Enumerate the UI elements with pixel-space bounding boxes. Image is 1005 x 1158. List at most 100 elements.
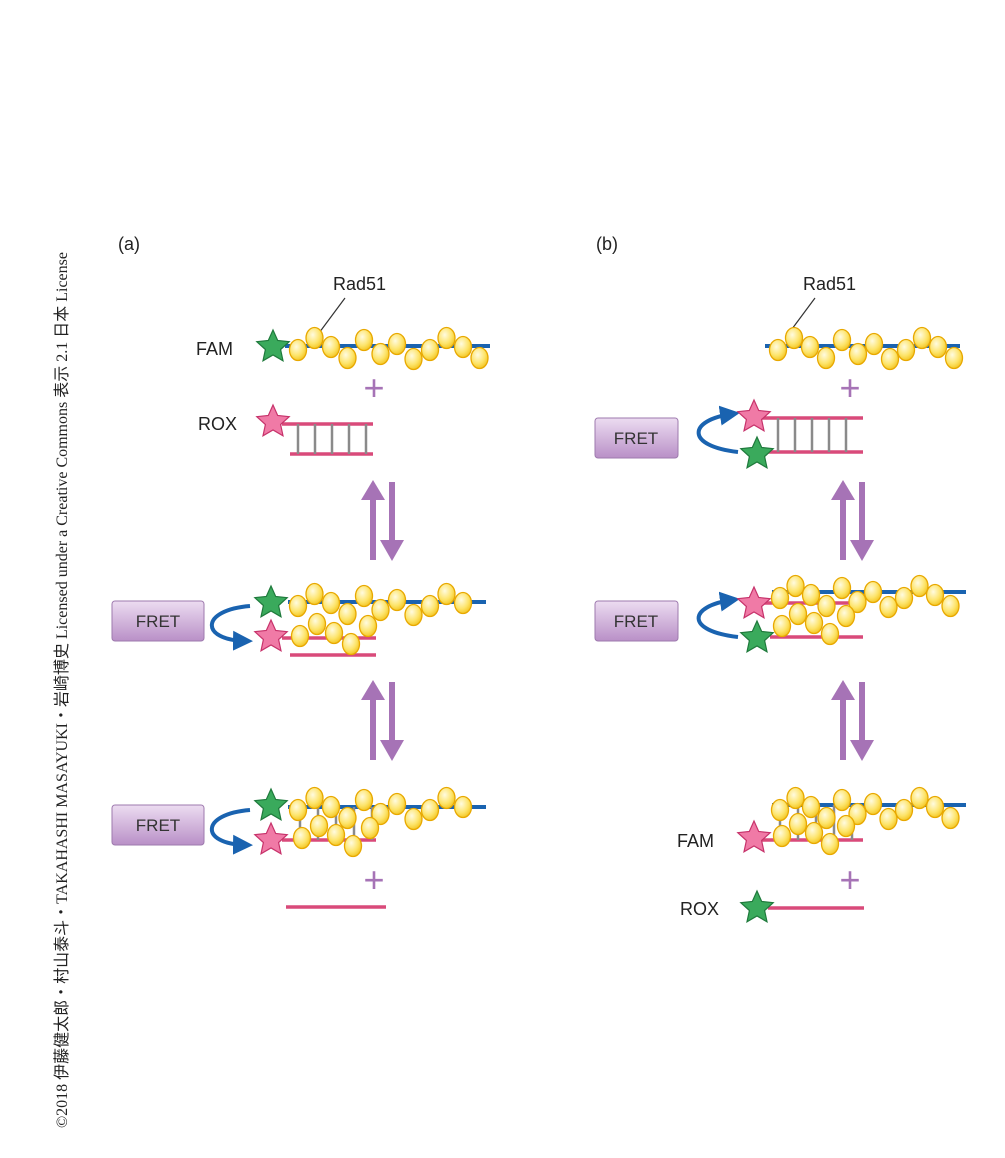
rad51-protomer [338,346,357,370]
fam-star-icon [255,328,291,362]
rad51-protomers [288,326,964,858]
rad51-protomer [326,823,346,847]
fam-star-icon [739,435,775,469]
rad51-protomer [910,786,929,810]
rad51-protomer [387,332,407,356]
rox-star-icon [736,398,772,432]
rad51-protomer [863,792,883,816]
rad51-protomer [387,588,407,612]
rad51-protomer [338,806,357,830]
rad51-protomer [804,821,824,845]
fam-star-icon [739,889,775,923]
rad51-protomer [786,786,805,810]
rad51-protomer [420,338,440,362]
rad51-protomer [801,583,821,607]
rad51-protomer [820,622,840,646]
rad51-protomer [453,795,473,819]
rad51-protomer [800,335,820,359]
rad51-protomer [437,786,456,810]
rad51-protomer [894,586,914,610]
rad51-protomer [848,342,868,366]
rad51-protomer [820,832,840,856]
rad51-protomer [879,807,898,831]
panel-a-label: (a) [118,234,140,254]
rad51-protomer [354,584,374,608]
rox-star-icon [253,821,289,855]
rad51-protomer [420,798,440,822]
panel-a-fret-box-3: FRET [111,804,205,846]
rad51-protomer [804,611,824,635]
rad51-protomer [404,807,423,831]
rad51-protomer [880,347,900,371]
rad51-protomer [371,342,390,366]
fret-arrow-icon [696,591,740,639]
rad51-protomer [894,798,914,822]
rad51-protomer [288,594,308,618]
panel-a-rad51-label: Rad51 [333,274,386,294]
rad51-protomer [453,335,473,359]
rad51-protomer [912,326,932,350]
rox-star-icon [736,585,772,619]
rox-star-icon [253,618,289,652]
equilibrium-arrows-b2 [831,680,874,761]
fam-star-icon [739,619,775,653]
rad51-protomer [307,612,327,636]
rad51-protomer [321,335,341,359]
panel-b-fret-box-1: FRET [594,417,679,459]
rad51-protomer [941,594,960,618]
rad51-protomer [910,574,929,598]
rad51-protomer [788,602,808,626]
rad51-protomer [371,802,390,826]
rad51-protomer [360,816,380,840]
rad51-protomer [387,792,407,816]
rad51-protomer [772,824,792,848]
rad51-protomer [354,788,374,812]
rad51-protomer [896,338,916,362]
rad51-protomer [801,795,821,819]
rad51-protomer [358,614,378,638]
rad51-protomer [354,328,374,352]
equilibrium-arrows-a2 [361,680,404,761]
rad51-protomer [925,795,945,819]
svg-text:FRET: FRET [136,612,180,631]
panel-b-fam-label: FAM [677,831,714,851]
rox-star-icon [255,403,291,437]
rad51-protomer [288,338,308,362]
rad51-protomer [817,806,836,830]
panel-b-rox-label: ROX [680,899,719,919]
panel-b-plus-1: + [839,367,860,408]
fluorophore-stars [253,328,775,923]
rad51-protomer [305,326,324,350]
rad51-protomer [292,826,312,850]
panel-a-dsdna [282,422,373,456]
rox-star-icon [736,819,772,853]
rad51-protomer [863,580,883,604]
panel-a-fam-label: FAM [196,339,233,359]
rad51-protomer [341,632,361,656]
fret-arrow-icon [209,808,253,855]
svg-text:FRET: FRET [136,816,180,835]
rad51-protomer [944,346,964,370]
rad51-protomer [305,582,324,606]
rad51-protomer [928,335,948,359]
rad51-protomer [836,814,856,838]
rad51-protomer [290,624,310,648]
panel-a-rox-label: ROX [198,414,237,434]
rad51-protomer [770,798,790,822]
rad51-protomer [338,602,357,626]
svg-text:FRET: FRET [614,429,658,448]
rad51-protomer [832,328,852,352]
rad51-protomer [437,582,456,606]
rad51-protomer [309,814,329,838]
rad51-protomer [404,347,423,371]
panel-b-plus-2: + [839,859,860,900]
fam-star-icon [253,787,289,821]
rad51-protomer [832,576,852,600]
svg-text:FRET: FRET [614,612,658,631]
panel-b-dsdna [760,416,863,454]
rad51-protomer [925,583,945,607]
rad51-protomer [832,788,852,812]
fret-arrow-icon [209,604,253,651]
rad51-protomer [420,594,440,618]
